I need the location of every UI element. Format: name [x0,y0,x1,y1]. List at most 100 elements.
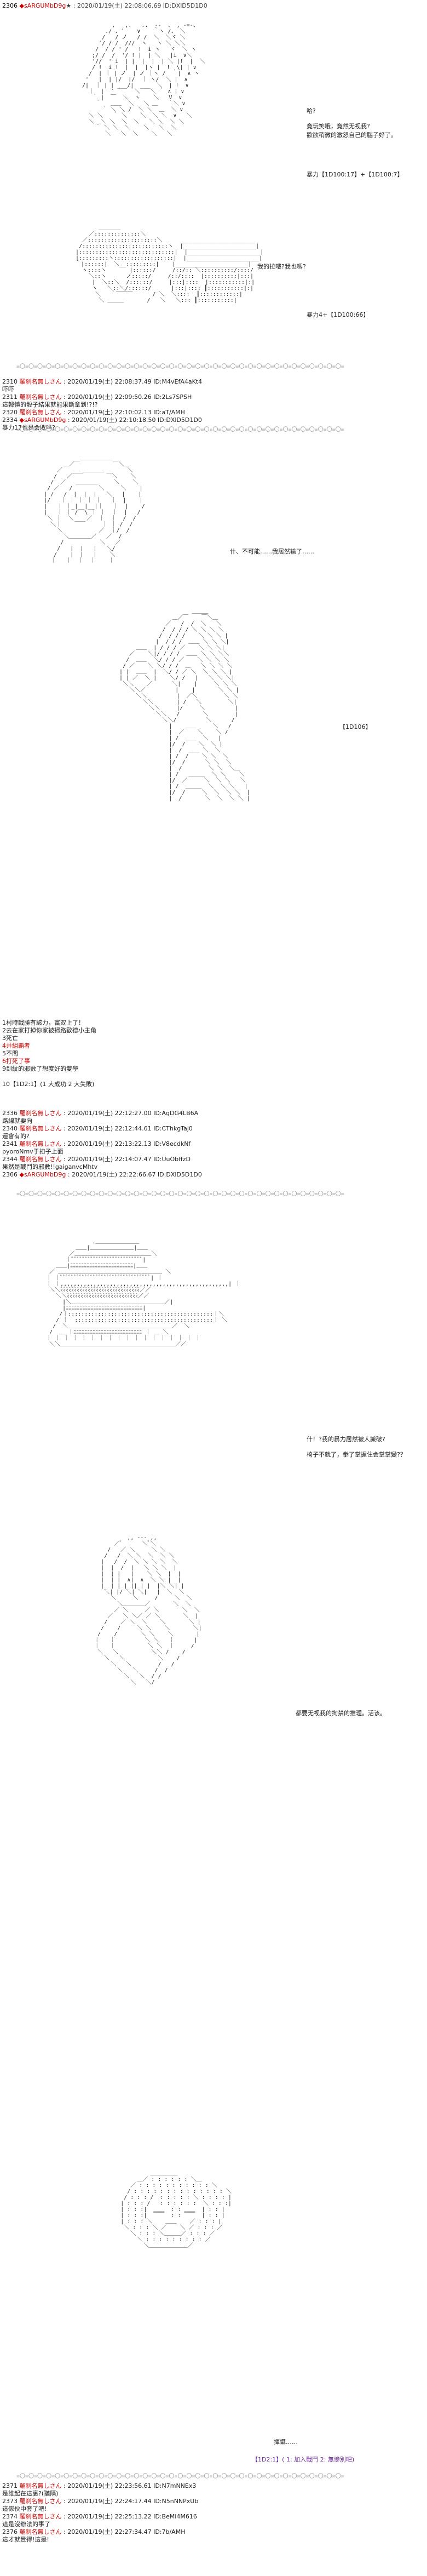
divider: =〇=〇=〇=〇=〇=〇=〇=〇=〇=〇=〇=〇=〇=〇=〇=〇=〇=〇=〇=〇… [16,364,344,370]
result-item: 1村時戰勝有駭力，富双上了！ [2,1019,84,1026]
ascii-art-1: , ,. .. ‐- 、 , ‐=‐、 ./ 、´ ∨ ｀ヽ /、 ＼ / / … [82,22,205,137]
post-date: : 2020/01/19(土) 22:10:18.50 ID:DXlD5D1D0 [67,416,202,424]
result-item: 6打死了事 [2,1058,30,1065]
post-header-2311: 2311 羅刹名無しさん : 2020/01/19(土) 22:09:50.26… [2,393,202,401]
result-list: 1村時戰勝有駭力，富双上了！ 2去在家打掉你家被掃路歐德小主角 3死亡 4并組覇… [2,1019,96,1088]
post-author: 羅刹名無しさん [19,378,62,385]
ascii-art-7: ＿＿＿＿＿ ＿／ : : : : : : ＼＿ ／ : : : : : : : … [120,2171,232,2249]
post-header-2334: 2334 ◆sARGUMbD9g : 2020/01/19(土) 22:10:1… [2,416,202,424]
post-date: : 2020/01/19(土) 22:08:06.69 ID:DXlD5D1D0 [73,2,207,9]
post-date: : 2020/01/19(土) 22:12:44.61 ID:CThkgTaj0 [64,1125,193,1132]
post-header-2374: 2374 羅刹名無しさん : 2020/01/19(土) 22:25:13.22… [2,2513,198,2521]
post-number[interactable]: 2306 [2,2,18,9]
post-body: 這韓慎的骰子結果就能果斷拿到!?!? [2,401,98,408]
post-number[interactable]: 2310 [2,378,18,385]
post-date: : 2020/01/19(土) 22:25:13.22 ID:BeMi4M616 [64,2513,197,2520]
post-header-2344: 2344 羅刹名無しさん : 2020/01/19(土) 22:14:07.47… [2,1156,202,1163]
post-date: : 2020/01/19(土) 22:24:17.44 ID:N5nNNPxUb [64,2498,199,2505]
reply-list-2: 2336 羅刹名無しさん : 2020/01/19(土) 22:12:27.00… [2,1110,202,1179]
post-number[interactable]: 2374 [2,2513,18,2520]
post-author: 羅刹名無しさん [19,2482,62,2489]
dialog-dice: 暴力4+【1D100:66】 [307,311,370,318]
post-author: 羅刹名無しさん [19,2498,62,2505]
ascii-art-6: ,, ‐‐‐ ,, ／ﾞ ＼ﾞ＼ / ／ ＼ ＼ ＼ / / ＼ ＼ ＼ ＼ ＼… [94,1535,202,1686]
post-body: 果然是戰鬥的邪數!!gaiganvcMhtv [2,1163,98,1170]
result-dice: 10【1D2:1】(1 大成功 2 大失敗) [2,1081,95,1088]
result-item: 4并組覇者 [2,1042,30,1049]
post-number[interactable]: 2340 [2,1125,18,1132]
post-number[interactable]: 2344 [2,1156,18,1163]
dialog-line: 都要无视我的拘禁的推理。活该。 [296,1710,386,1717]
post-body: 這傢伙中套了吧! [2,2505,47,2512]
post-author: ◆sARGUMbD9g [19,1171,66,1178]
post-header-2336: 2336 羅刹名無しさん : 2020/01/19(土) 22:12:27.00… [2,1110,202,1117]
post-header-2366: 2366 ◆sARGUMbD9g : 2020/01/19(土) 22:22:6… [2,1171,202,1179]
post-author: 羅刹名無しさん [19,409,62,416]
post-number[interactable]: 2341 [2,1140,18,1147]
post-body: 暴力17也是会敗吗? [2,424,55,431]
post-author: 羅刹名無しさん [19,2513,62,2520]
post-number[interactable]: 2373 [2,2498,18,2505]
post-header-2340: 2340 羅刹名無しさん : 2020/01/19(土) 22:12:44.61… [2,1125,202,1133]
dialog-line: 我的拉嘍?我也嗎? [257,263,306,270]
post-date: : 2020/01/19(土) 22:09:50.26 ID:2Ls7SPSH [64,393,192,401]
post-date: : 2020/01/19(土) 22:12:27.00 ID:AgDG4LB6A [64,1110,199,1117]
post-body: 這是沒辦法的事了 [2,2521,50,2528]
post-header-2310: 2310 羅刹名無しさん : 2020/01/19(土) 22:08:37.49… [2,378,202,386]
reply-list-1: 2310 羅刹名無しさん : 2020/01/19(土) 22:08:37.49… [2,378,202,432]
post-date: : 2020/01/19(土) 22:14:07.47 ID:UuObffzD [64,1156,191,1163]
dialog-line: 什、不可能……我居然输了…… [230,548,314,555]
dialog-dice: 暴力【1D100:17】+【1D100:7】 [307,171,403,178]
post-number[interactable]: 2371 [2,2482,18,2489]
post-header-2306: 2306 ◆sARGUMbD9g★ : 2020/01/19(土) 22:08:… [2,2,207,10]
post-author: 羅刹名無しさん [19,1140,62,1147]
result-item: 3死亡 [2,1035,18,1042]
post-author: 羅刹名無しさん [19,1125,62,1132]
post-number[interactable]: 2376 [2,2528,18,2535]
result-item: 9到紋的邪數了想度好的雙學 [2,1065,78,1072]
post-author: 羅刹名無しさん [19,1110,62,1117]
post-number[interactable]: 2336 [2,1110,18,1117]
dialog-dice: 【1D106】 [339,723,372,730]
result-item: 5不問 [2,1050,18,1057]
post-number[interactable]: 2334 [2,416,18,424]
post-date: : 2020/01/19(土) 22:27:34.47 ID:7b/AMH [64,2528,186,2535]
dialog-line: 竟玩笑哦，竟然无视我? [307,123,370,130]
dialog-line: 揮懾…… [274,2438,298,2446]
dialog-line: 什！?我的暴力居然被人識破? [307,1436,385,1443]
post-body: 還會有的? [2,1133,30,1140]
post-number[interactable]: 2311 [2,393,18,401]
post-body: pyoroNmv于扣子上面 [2,1148,64,1155]
post-body: 是誰起在這裏?(猶隔) [2,2490,59,2497]
author-star: ★ [66,2,72,9]
post-header-2341: 2341 羅刹名無しさん : 2020/01/19(土) 22:13:22.13… [2,1140,202,1148]
post-author: ◆sARGUMbD9g [19,416,66,424]
post-author: ◆sARGUMbD9g [19,2,66,9]
post-header-2376: 2376 羅刹名無しさん : 2020/01/19(土) 22:27:34.47… [2,2528,198,2536]
post-header-2371: 2371 羅刹名無しさん : 2020/01/19(土) 22:23:56.61… [2,2482,198,2490]
post-author: 羅刹名無しさん [19,2528,62,2535]
post-date: : 2020/01/19(土) 22:08:37.49 ID:M4vEfA4aK… [64,378,203,385]
post-author: 羅刹名無しさん [19,393,62,401]
ascii-art-5: .＿＿＿＿＿＿＿＿ ＿＿|＿＿＿＿＿＿＿＿|＿＿ ／＿＿＿＿＿＿＿＿＿＿＿＿＿＿… [46,1239,241,1347]
post-number[interactable]: 2366 [2,1171,18,1178]
post-date: : 2020/01/19(土) 22:23:56.61 ID:N7mNNEx3 [64,2482,197,2489]
divider: =〇=〇=〇=〇=〇=〇=〇=〇=〇=〇=〇=〇=〇=〇=〇=〇=〇=〇=〇=〇… [16,1191,344,1197]
post-header-2373: 2373 羅刹名無しさん : 2020/01/19(土) 22:24:17.44… [2,2498,198,2505]
result-item: 2去在家打掉你家被掃路歐德小主角 [2,1027,96,1034]
post-author: 羅刹名無しさん [19,1156,62,1163]
post-date: : 2020/01/19(土) 22:22:66.67 ID:DXlD5D1D0 [67,1171,202,1178]
reply-list-3: 2371 羅刹名無しさん : 2020/01/19(土) 22:23:56.61… [2,2482,198,2544]
dialog-line: 哈? [307,107,316,115]
dialog-line: 歡欲稍微的激怒自己的腦子好了。 [307,132,397,139]
post-number[interactable]: 2320 [2,409,18,416]
ascii-art-2: ＿＿＿＿ ／::::::::::::::＼ ／:::::::::::::::::… [76,225,264,304]
post-header-2320: 2320 羅刹名無しさん : 2020/01/19(土) 22:10:02.13… [2,409,202,416]
dialog-dice: 【1D2:1】( 1: 加入戰鬥 2: 無慘別吧) [252,2456,355,2463]
post-date: : 2020/01/19(土) 22:13:22.13 ID:V8ecdkNf [64,1140,191,1147]
post-body: 路線就要向 [2,1117,32,1124]
ascii-art-4: ＿＿＿ ＿／￣ ￣＼＿ ／ / / ＼ ＼ / / / / ＼ ＼ ＼ ＼ / … [119,609,250,802]
dialog-line: 椅子不就了，拳了掌握住会掌掌變?？ [307,1451,406,1458]
ascii-art-3: ＿＿＿＿＿＿ ＿／￣ ￣＼＿ ／ ＿＿＿＿ ＼ / ／￣￣ ￣＼ ＼ / ／ ＿… [44,455,145,564]
